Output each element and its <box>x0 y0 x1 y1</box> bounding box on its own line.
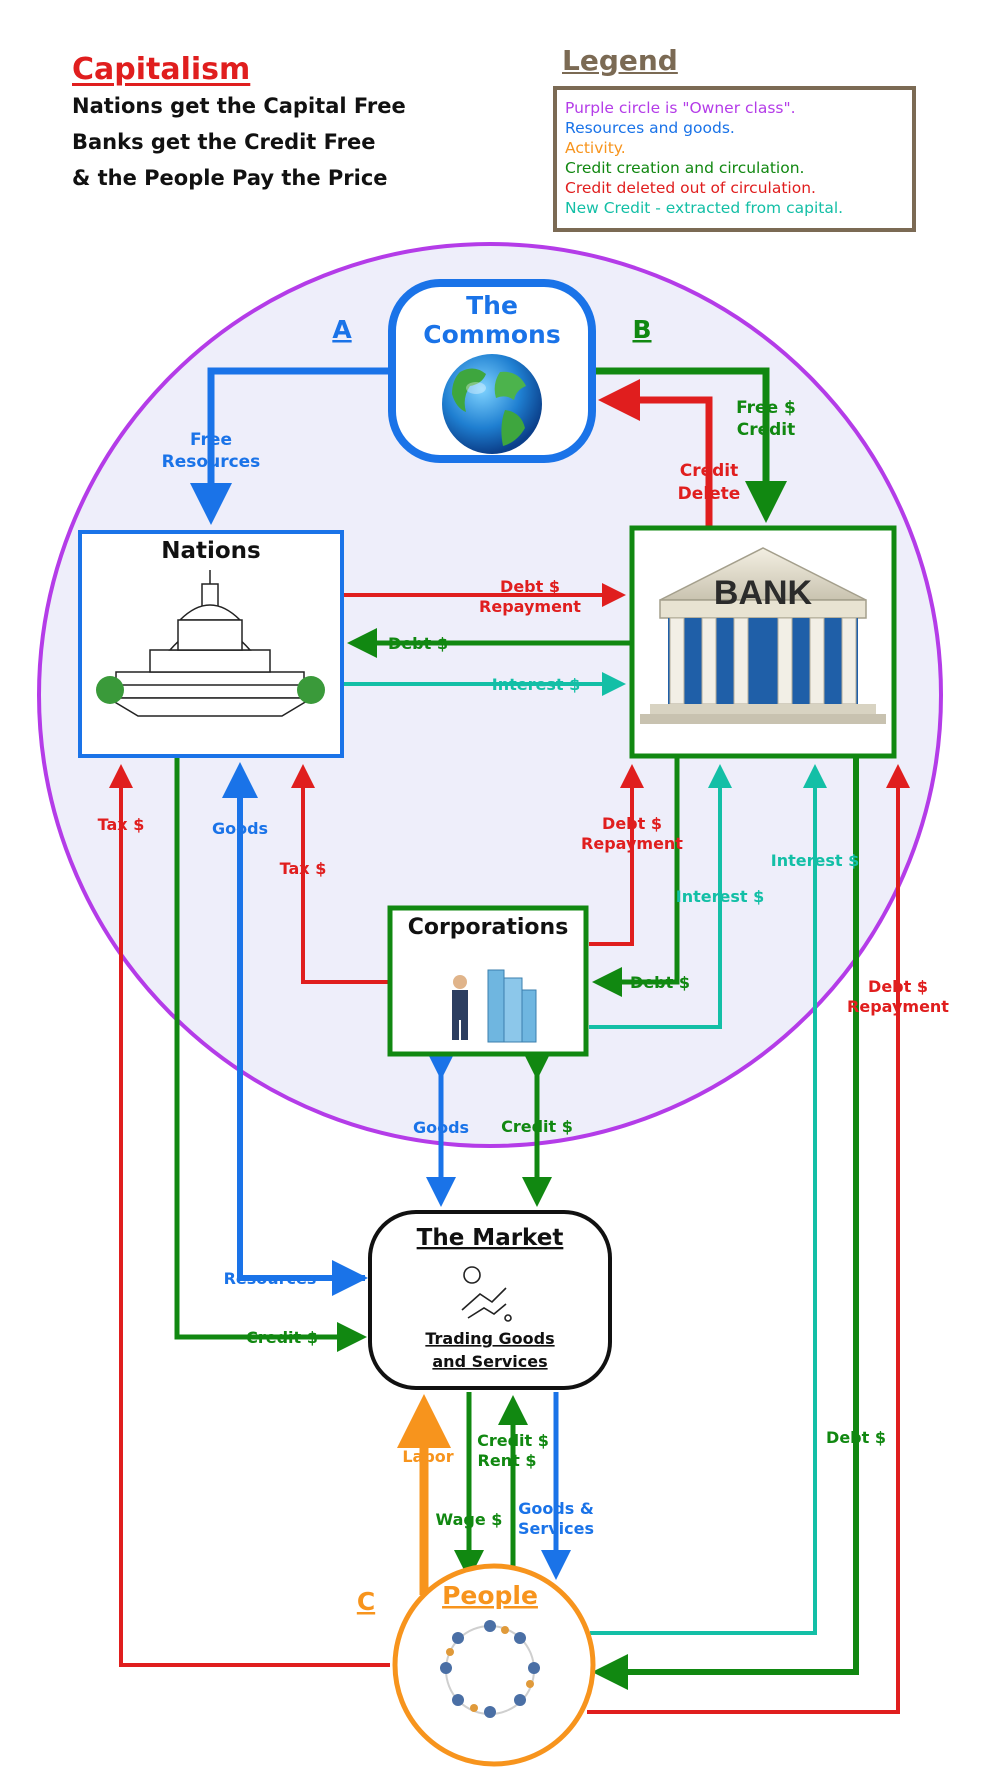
flow-label-corp-debt: Debt $ <box>630 973 690 992</box>
corp-interest-arrow <box>589 764 732 1029</box>
bank-label: BANK <box>714 574 813 612</box>
flow-label-people-debt: Debt $ <box>826 1428 886 1447</box>
flow-label-nations-goods: Goods <box>212 819 268 838</box>
bank-node: BANK <box>629 525 897 759</box>
people-debt-repayment-arrow <box>587 764 910 1714</box>
flow-label-credit-rent-1: Credit $ <box>477 1431 549 1450</box>
corp-debt-arrow <box>592 757 680 997</box>
legend-item-owner-class: Purple circle is "Owner class". <box>565 99 796 117</box>
market-label: The Market <box>417 1225 564 1251</box>
market-sub-line1: Trading Goods <box>425 1329 554 1348</box>
flow-label-goods-services-1: Goods & <box>518 1499 594 1518</box>
flow-label-people-debt-repayment-1: Debt $ <box>868 977 928 996</box>
free-resources-arrow <box>190 367 392 525</box>
tagline-nations: Nations get the Capital Free <box>72 94 406 118</box>
corporations-node: Corporations <box>387 905 589 1057</box>
credit-delete-arrow <box>598 379 713 528</box>
people-debt-arrow <box>592 757 859 1690</box>
flow-label-corp-interest: Interest $ <box>676 887 764 906</box>
flow-label-credit-rent-2: Rent $ <box>478 1451 537 1470</box>
flow-label-free-resources-2: Resources <box>162 452 261 472</box>
flow-label-free-credit-2: Credit <box>737 420 796 440</box>
page-title: Capitalism <box>72 52 251 87</box>
flow-label-nations-debt-repayment-2: Repayment <box>479 597 581 616</box>
flow-label-labor: Labor <box>402 1447 453 1466</box>
flow-label-market-resources: Resources <box>224 1269 317 1288</box>
corp-tax-arrow <box>291 764 390 984</box>
flow-label-nations-debt-repayment-1: Debt $ <box>500 577 560 596</box>
businessman-buildings-icon <box>452 969 537 1043</box>
handshake-money-icon <box>461 1266 512 1322</box>
bank-building-icon <box>640 547 886 724</box>
market-node: The Market Trading Goods and Services <box>368 1210 612 1390</box>
flow-label-corp-goods: Goods <box>413 1118 469 1137</box>
people-node: People <box>392 1563 596 1767</box>
flow-label-goods-services-2: Services <box>518 1519 594 1538</box>
flow-label-credit-delete-2: Delete <box>678 484 741 504</box>
flow-label-corp-tax: Tax $ <box>280 859 327 878</box>
flow-label-credit-delete-1: Credit <box>680 461 739 481</box>
flow-label-people-debt-repayment-2: Repayment <box>847 997 949 1016</box>
corporations-label: Corporations <box>408 915 569 940</box>
legend-item-credit-deleted: Credit deleted out of circulation. <box>565 179 816 197</box>
tagline-banks: Banks get the Credit Free <box>72 130 376 154</box>
commons-label-line2: Commons <box>423 320 560 349</box>
flow-label-people-interest: Interest $ <box>771 851 859 870</box>
legend-item-new-credit: New Credit - extracted from capital. <box>565 199 844 217</box>
flow-label-market-credit: Credit $ <box>246 1328 318 1347</box>
flow-label-corp-debt-repayment-1: Debt $ <box>602 814 662 833</box>
flow-label-free-credit-1: Free $ <box>736 398 796 418</box>
marker-b: B <box>632 315 651 344</box>
people-circle-icon <box>440 1620 540 1718</box>
marker-a: A <box>332 315 352 344</box>
commons-label-line1: The <box>466 291 518 320</box>
people-interest-arrow <box>590 764 827 1635</box>
market-credit-arrow <box>174 757 367 1352</box>
legend-item-activity: Activity. <box>565 139 626 157</box>
nations-node: Nations <box>78 530 344 758</box>
flow-label-people-tax: Tax $ <box>98 815 145 834</box>
flow-label-corp-credit: Credit $ <box>501 1117 573 1136</box>
marker-c: C <box>357 1587 375 1616</box>
capitol-building-icon <box>105 570 315 717</box>
owner-class-circle <box>37 242 943 1148</box>
people-label: People <box>442 1581 538 1610</box>
market-sub-line2: and Services <box>432 1352 547 1371</box>
flow-label-nations-interest: Interest $ <box>492 675 580 694</box>
flow-label-corp-debt-repayment-2: Repayment <box>581 834 683 853</box>
legend-item-resources: Resources and goods. <box>565 119 735 137</box>
legend-title: Legend <box>562 44 678 77</box>
tree-icon <box>297 676 325 704</box>
free-credit-arrow <box>592 367 787 523</box>
tree-icon <box>96 676 124 704</box>
flow-label-free-resources-1: Free <box>190 430 232 450</box>
legend-item-credit-creation: Credit creation and circulation. <box>565 159 805 177</box>
commons-node: The Commons <box>388 279 596 463</box>
people-tax-arrow <box>109 764 390 1667</box>
flow-label-bank-debt-nations: Debt $ <box>388 634 448 653</box>
globe-icon <box>442 354 542 454</box>
legend-box: Purple circle is "Owner class". Resource… <box>553 86 916 232</box>
corp-debt-repayment-arrow <box>589 764 644 946</box>
nations-label: Nations <box>161 538 261 564</box>
flow-label-wage: Wage $ <box>436 1510 503 1529</box>
tagline-people: & the People Pay the Price <box>72 166 388 190</box>
